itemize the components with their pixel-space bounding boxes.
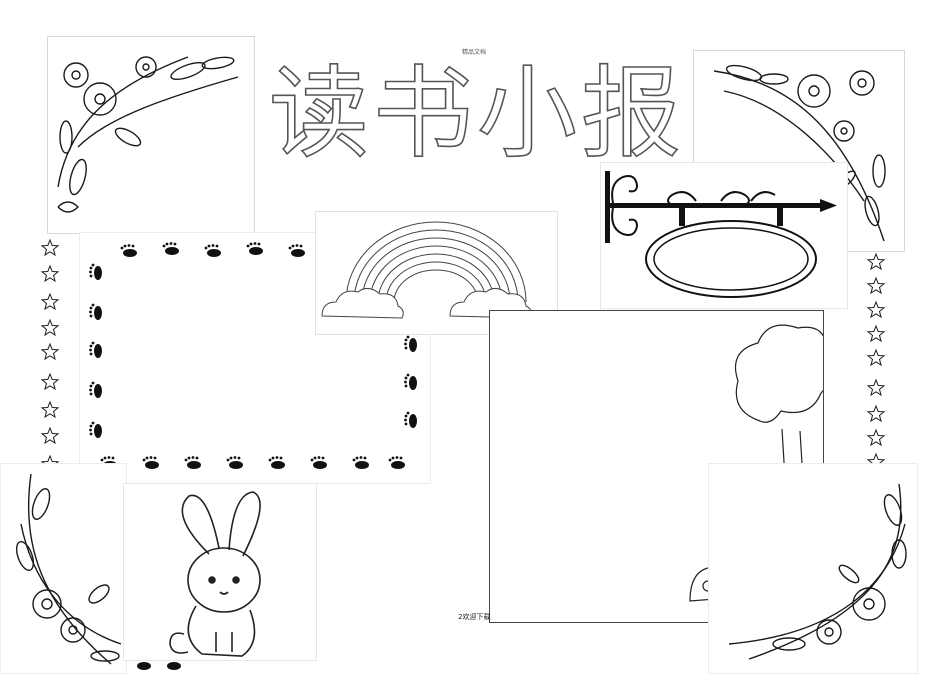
hanging-sign-panel <box>600 162 848 309</box>
page-footer-note: 2欢迎下载 <box>458 613 491 621</box>
title-area: 读书小报 <box>262 48 692 166</box>
floral-corner-icon <box>728 483 907 660</box>
star-icon-column <box>40 238 60 472</box>
footprint-icon <box>137 662 181 670</box>
page-title: 读书小报 <box>269 55 685 166</box>
star-border-left <box>40 238 60 478</box>
floral-corner-icon <box>57 56 239 213</box>
hanging-sign-icon <box>605 171 837 298</box>
top-note: 精品文档 <box>462 49 487 56</box>
bottom-footprint-fragment <box>130 656 200 672</box>
star-icon-column <box>866 252 886 492</box>
bunny-icon <box>169 491 261 657</box>
bunny-panel <box>123 483 317 661</box>
floral-corner-icon <box>15 473 122 665</box>
floral-corner-top-left <box>47 36 255 234</box>
floral-corner-bottom-left <box>0 463 127 674</box>
star-border-right <box>866 252 886 492</box>
floral-corner-bottom-right <box>708 463 918 674</box>
